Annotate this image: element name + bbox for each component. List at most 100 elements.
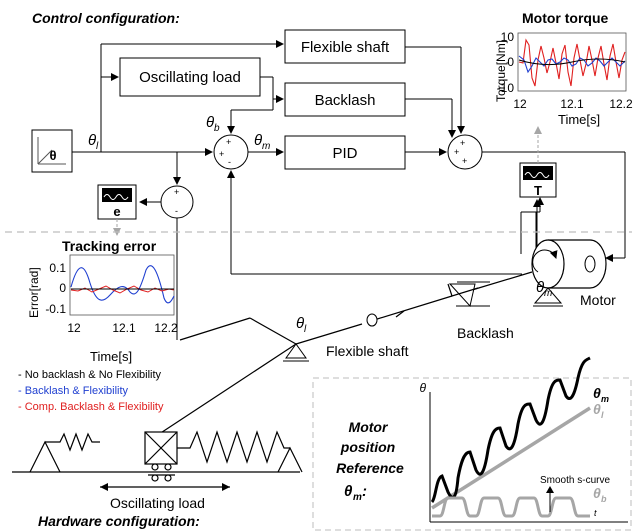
chart-ylabel: Error[rad]	[27, 267, 41, 318]
svg-text:b: b	[601, 494, 607, 504]
load-arrow-left	[100, 483, 108, 491]
reference-panel: θ t Motor position Reference θ m : Smoot…	[312, 356, 632, 531]
backlash-label: Backlash	[457, 325, 514, 341]
series-blue	[518, 55, 626, 74]
svg-text:b: b	[214, 123, 220, 134]
error-scope-block: e	[97, 184, 137, 220]
chart-title: Motor torque	[522, 10, 609, 26]
reference-label-theta: θ m :	[344, 483, 367, 503]
ytick: 0	[507, 55, 514, 69]
xtick: 12	[67, 321, 81, 335]
pivot-theta-label: θ l	[296, 315, 307, 335]
svg-text:T: T	[534, 183, 542, 198]
flexible-shaft-block: Flexible shaft	[284, 29, 406, 64]
xtick: 12.2	[609, 97, 633, 111]
svg-text:Backlash: Backlash	[315, 92, 376, 109]
svg-text::: :	[362, 483, 367, 500]
theta-l-ramp	[431, 406, 591, 510]
reference-x-axis: t	[594, 508, 597, 518]
series-label-theta-l: θ l	[593, 401, 604, 420]
svg-text:l: l	[96, 141, 99, 152]
ytick: -10	[497, 81, 515, 95]
svg-text:m: m	[262, 141, 270, 152]
xtick: 12	[513, 97, 527, 111]
tracking-error-chart: Tracking error Error[rad] 0.1 0 -0.1 12 …	[27, 238, 178, 364]
motor-torque-chart: Motor torque Torque[Nm] 10 0 -10 12 12.1…	[494, 10, 633, 127]
svg-text:θ: θ	[593, 385, 601, 401]
svg-text:l: l	[304, 324, 307, 335]
legend-item-black: - No backlash & No Flexibility	[18, 369, 162, 381]
svg-text:Flexible shaft: Flexible shaft	[301, 39, 390, 56]
svg-text:θ: θ	[88, 132, 96, 149]
theta-l-signal-label: θ l	[88, 132, 99, 152]
xtick: 12.1	[560, 97, 584, 111]
svg-text:-: -	[175, 206, 178, 216]
svg-text:θ: θ	[593, 485, 601, 501]
legend-item-blue: - Backlash & Flexibility	[18, 385, 129, 397]
svg-text:m: m	[601, 394, 609, 404]
svg-text:e: e	[113, 204, 120, 219]
oscillating-load-mechanism	[12, 430, 303, 488]
chart-ylabel: Torque[Nm]	[494, 40, 508, 102]
svg-text:+: +	[460, 138, 465, 148]
hardware-config-title: Hardware configuration:	[38, 513, 200, 529]
pid-block: PID	[284, 135, 406, 170]
backlash-block: Backlash	[284, 82, 406, 117]
motor-theta-label: θ m	[536, 279, 552, 299]
legend-item-red: - Comp. Backlash & Flexibility	[18, 401, 164, 413]
svg-text:-: -	[228, 157, 231, 167]
theta-m-curve	[430, 356, 591, 504]
reference-label-line1: Motor	[349, 419, 389, 435]
reference-label-line3: Reference	[336, 460, 404, 476]
theta-source-block: θ	[31, 129, 73, 173]
smooth-s-curve-annotation: Smooth s-curve	[540, 475, 610, 486]
reference-y-axis: θ	[419, 381, 426, 395]
svg-text:l: l	[601, 410, 604, 420]
source-block-label: θ	[49, 148, 56, 163]
legend: - No backlash & No Flexibility - Backlas…	[18, 369, 164, 413]
signal-wires	[72, 40, 626, 340]
svg-text:+: +	[454, 147, 459, 157]
svg-text:m: m	[544, 288, 552, 299]
svg-text:θ: θ	[254, 132, 262, 149]
chart-xlabel: Time[s]	[90, 349, 132, 364]
flexible-shaft-coil	[366, 313, 378, 327]
hardware-linkage	[149, 271, 533, 441]
chart-title: Tracking error	[62, 238, 157, 254]
ytick: 0	[59, 281, 66, 295]
series-black	[518, 58, 626, 66]
svg-text:+: +	[219, 149, 224, 159]
xtick: 12.1	[112, 321, 136, 335]
svg-text:m: m	[353, 492, 362, 503]
theta-b-curve	[432, 496, 590, 518]
motor-drawing	[531, 239, 607, 307]
backlash-symbol	[447, 281, 490, 308]
oscillating-load-block: Oscillating load	[119, 57, 261, 97]
control-config-title: Control configuration:	[32, 10, 180, 26]
svg-text:+: +	[174, 187, 179, 197]
svg-text:θ: θ	[593, 401, 601, 417]
oscillating-load-label: Oscillating load	[110, 495, 205, 511]
series-label-theta-m: θ m	[593, 385, 609, 404]
torque-scope-block: T	[519, 162, 557, 198]
load-arrow-right	[222, 483, 230, 491]
svg-text:+: +	[462, 156, 467, 166]
series-label-theta-b: θ b	[593, 485, 607, 504]
svg-text:θ: θ	[206, 114, 214, 131]
pivot-support	[283, 343, 309, 362]
svg-text:PID: PID	[332, 145, 357, 162]
motor-label: Motor	[580, 292, 616, 308]
svg-text:θ: θ	[344, 483, 353, 500]
ytick: 10	[501, 30, 515, 44]
series-blue	[70, 265, 175, 304]
svg-text:Oscillating load: Oscillating load	[139, 69, 241, 86]
chart-xlabel: Time[s]	[558, 112, 600, 127]
ytick: -0.1	[45, 302, 66, 316]
svg-text:θ: θ	[536, 279, 544, 296]
ytick: 0.1	[49, 261, 66, 275]
flexible-shaft-label: Flexible shaft	[326, 343, 409, 359]
xtick: 12.2	[154, 321, 178, 335]
svg-text:θ: θ	[296, 315, 304, 332]
